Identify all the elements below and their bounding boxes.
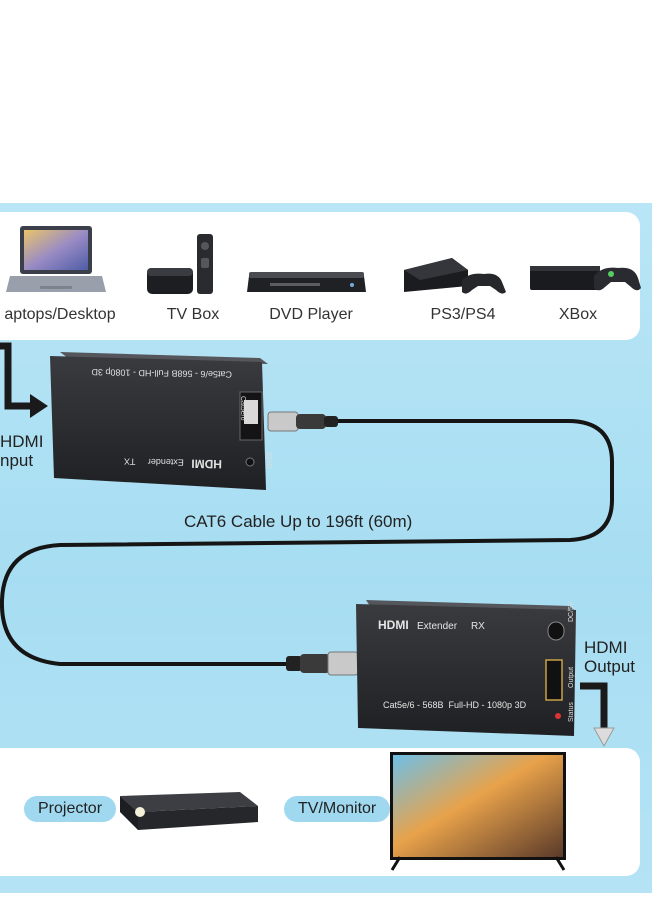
input-label: HDMI nput [0,432,43,470]
rx-type: RX [470,621,485,632]
source-label-xbox: XBox [558,306,598,323]
tx-brand: HDMI [191,456,223,472]
tx-rj45-connector [267,411,338,432]
input-arrow-icon [0,342,48,418]
tx-label-row: HDMI Extender TX [92,455,222,471]
destination-label-projector: Projector [24,796,117,822]
tv-box-icon [147,234,213,294]
output-label: HDMI Output [584,638,635,676]
output-arrow-icon [580,682,615,748]
output-label-line-1: HDMI [584,638,628,657]
tx-port-edid: EDID [265,452,272,469]
rx-port-dc: DC/5V [568,601,575,622]
rx-port-status: Status [568,702,575,722]
projector-icon [120,792,258,830]
source-label-laptops: aptops/Desktop [4,306,116,323]
xbox-icon [530,266,641,291]
playstation-icon [404,258,506,294]
rx-name: Extender [417,621,458,632]
tx-name: Extender [147,456,184,468]
rx-port-output: Output [568,666,575,688]
rx-label-row: HDMI Extender RX [378,618,485,632]
destination-label-tv-monitor: TV/Monitor [284,796,391,822]
rx-rj45-connector [286,651,359,676]
transmitter-box [50,352,268,490]
cable-label: CAT6 Cable Up to 196ft (60m) [184,512,413,531]
dvd-player-icon [247,272,366,292]
receiver-box [356,600,576,736]
cat6-cable [0,419,614,666]
rx-spec-text: Cat5e/6 - 568B Full-HD - 1080p 3D [383,700,527,710]
tv-monitor-icon [390,752,566,871]
tx-type: TX [123,456,136,467]
tx-port-cat: Cat5e/6 [239,396,246,421]
input-label-line-1: HDMI [0,432,44,451]
output-label-line-2: Output [584,657,636,676]
input-label-line-2: nput [0,451,34,470]
source-label-ps3-ps4: PS3/PS4 [430,306,496,323]
rx-brand: HDMI [378,618,409,632]
source-label-dvd-player: DVD Player [269,306,353,323]
laptop-icon [6,226,106,292]
source-label-tv-box: TV Box [166,306,220,323]
